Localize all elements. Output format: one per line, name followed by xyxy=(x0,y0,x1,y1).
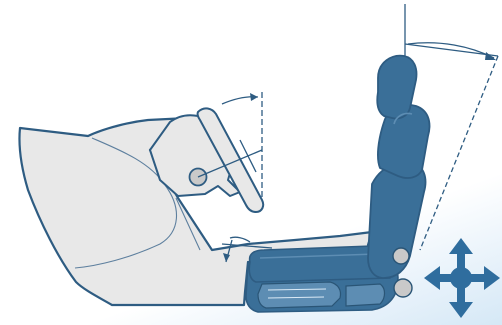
recline-angle-indicator xyxy=(404,4,499,251)
height-pivot-icon xyxy=(393,278,413,298)
headrest xyxy=(376,54,418,120)
recline-pivot-icon xyxy=(392,247,410,265)
steering-wheel xyxy=(196,107,265,213)
cushion-angle-indicator xyxy=(221,236,273,263)
body-contour-line-2 xyxy=(175,197,201,251)
four-way-arrow-icon xyxy=(424,238,500,318)
seat-back-highlight xyxy=(393,112,413,125)
body-contour-line xyxy=(74,137,178,269)
steering-tilt-indicator xyxy=(197,92,263,200)
seat-cushion-highlight xyxy=(259,253,377,259)
